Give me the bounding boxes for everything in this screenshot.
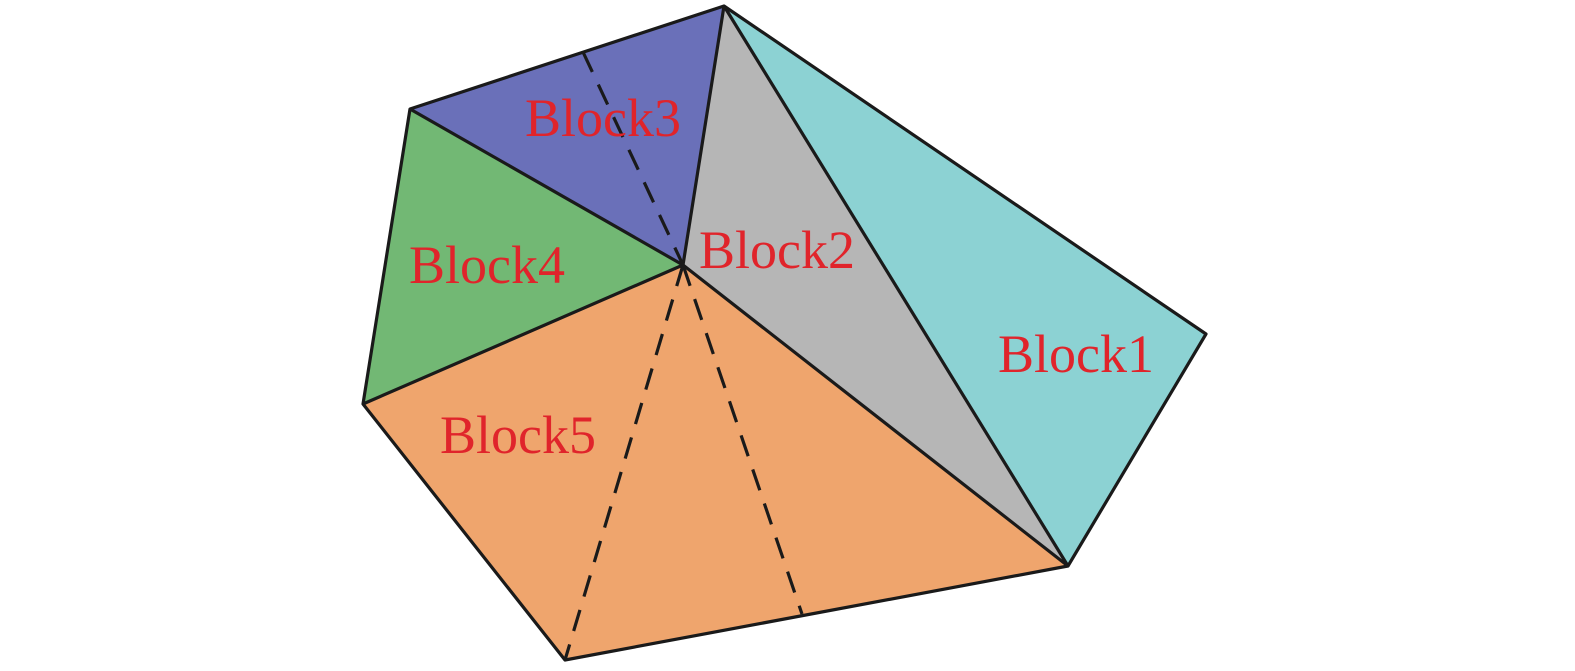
edge-block1-block2 xyxy=(722,5,1070,567)
edge-block2-block3 xyxy=(681,5,726,266)
block4-region xyxy=(363,109,683,404)
block3-region xyxy=(410,6,724,265)
edge-block2-block5 xyxy=(682,263,1069,568)
block2-region xyxy=(683,6,1068,566)
edge-block3-block4 xyxy=(409,107,684,267)
block2-label: Block2 xyxy=(699,220,855,280)
dashed-line-block5-left xyxy=(563,264,685,661)
block3-label: Block3 xyxy=(525,88,681,148)
block5-label: Block5 xyxy=(440,405,596,465)
block1-label: Block1 xyxy=(998,324,1154,384)
block4-label: Block4 xyxy=(409,235,565,295)
block1-region xyxy=(724,6,1206,566)
dashed-line-block5-right xyxy=(681,264,804,615)
block5-region xyxy=(363,265,1068,660)
edge-block4-block5 xyxy=(362,263,684,406)
dashed-line-block3 xyxy=(581,51,685,266)
